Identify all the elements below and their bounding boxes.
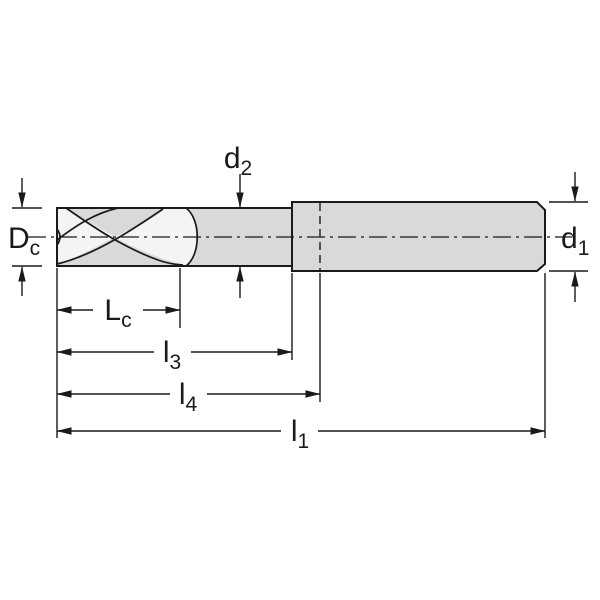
lc-label-sub: c xyxy=(121,309,132,332)
label-masks xyxy=(93,294,318,448)
d1-label: d1 xyxy=(561,222,589,260)
d2-label-sub: 2 xyxy=(241,157,253,180)
l1-label-main: l xyxy=(291,415,298,448)
l1-label-mask xyxy=(281,415,318,448)
dc-label-main: D xyxy=(8,222,30,255)
d1-label-main: d xyxy=(561,222,578,255)
d1-label-sub: 1 xyxy=(578,237,590,260)
l1-label: l1 xyxy=(291,415,309,453)
flute-edge-2 xyxy=(56,208,164,265)
l4-label-mask xyxy=(170,378,207,411)
labels: Dc d2 d1 Lc l3 l4 l1 xyxy=(8,142,589,453)
lc-label-main: L xyxy=(104,294,121,327)
l4-label-main: l xyxy=(179,378,186,411)
shank xyxy=(291,201,546,272)
lc-label: Lc xyxy=(104,294,131,332)
dc-label-sub: c xyxy=(30,237,41,260)
l1-label-sub: 1 xyxy=(297,430,309,453)
flute-edge-1 xyxy=(56,207,119,241)
l4-label-sub: 4 xyxy=(185,393,197,416)
flute-edge-3 xyxy=(65,207,184,266)
l3-label-main: l xyxy=(163,336,170,369)
lc-label-mask xyxy=(93,294,143,327)
d2-label: d2 xyxy=(224,142,252,180)
l3-label: l3 xyxy=(163,336,181,374)
l3-label-mask xyxy=(154,336,191,369)
d2-label-main: d xyxy=(224,142,241,175)
diameter-arrows xyxy=(18,172,579,302)
l4-label: l4 xyxy=(179,378,198,416)
l3-label-sub: 3 xyxy=(169,351,181,374)
tool xyxy=(56,201,546,272)
flute-top-land xyxy=(66,208,163,237)
dc-label: Dc xyxy=(8,222,40,260)
